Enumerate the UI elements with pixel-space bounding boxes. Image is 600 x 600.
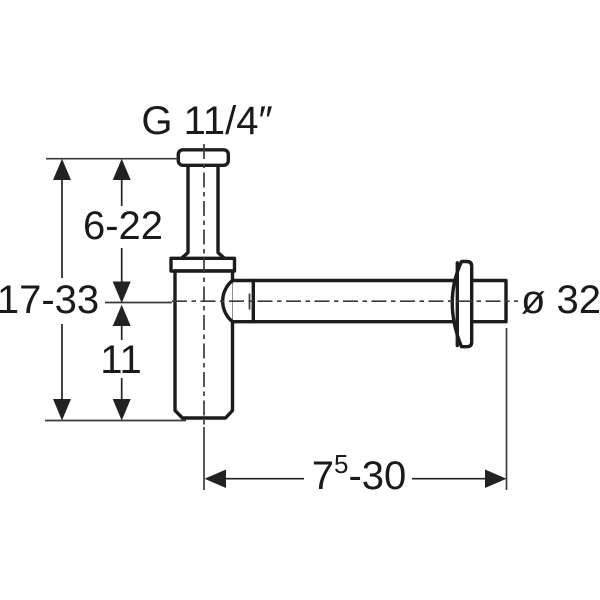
arrow-up-11 xyxy=(112,304,131,326)
dim-outlet-length-main: 7 xyxy=(311,454,334,498)
dim-label-inlet-height: 6-22 xyxy=(82,204,164,248)
bottle-trap-outline xyxy=(169,148,508,420)
dim-outlet-length-sup: 5 xyxy=(333,448,349,479)
dimension-arrowheads xyxy=(53,158,507,488)
arrow-down-6-22 xyxy=(112,281,131,303)
dim-label-outlet-length: 75-30 xyxy=(311,451,407,498)
dim-outlet-length-rest: -30 xyxy=(348,454,407,498)
dim-label-outlet-diameter: ø 32 xyxy=(520,278,600,322)
dim-label-total-height: 17-33 xyxy=(0,278,100,322)
center-lines xyxy=(172,144,518,425)
thread-size-label: G 11/4″ xyxy=(141,99,273,143)
compression-nut xyxy=(169,256,237,273)
arrow-down-11 xyxy=(112,399,131,421)
wall-flange xyxy=(450,259,474,349)
arrow-down-17-33 xyxy=(53,399,71,421)
arrow-left-75-30 xyxy=(204,469,226,488)
extension-lines xyxy=(45,157,508,490)
arrow-up-17-33 xyxy=(53,158,71,180)
inlet-pipe xyxy=(179,160,227,260)
dimension-lines xyxy=(61,179,486,480)
arrow-right-75-30 xyxy=(485,469,507,488)
dim-label-body-depth: 11 xyxy=(100,338,142,382)
arrow-up-6-22 xyxy=(112,158,131,180)
